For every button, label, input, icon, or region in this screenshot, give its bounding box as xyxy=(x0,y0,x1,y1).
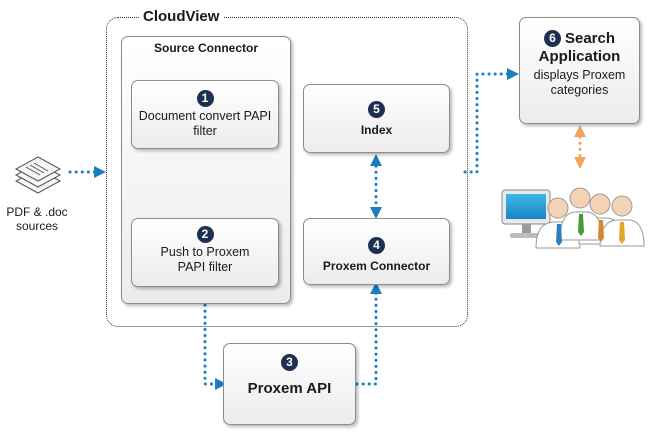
step-6-title: Search Application xyxy=(538,30,621,65)
users-at-computer-icon xyxy=(501,187,645,249)
step-3-label: Proxem API xyxy=(247,380,332,397)
step-4-badge: 4 xyxy=(368,237,385,254)
step-4-label: Proxem Connector xyxy=(322,259,431,273)
step-5-badge: 5 xyxy=(368,101,385,118)
step-1-badge: 1 xyxy=(196,90,214,107)
step-1-box: 1 Document convert PAPI filter xyxy=(131,80,279,149)
step-2-label: Push to Proxem PAPI filter xyxy=(160,245,250,274)
step-5-index-box: 5 Index xyxy=(303,84,450,153)
step-2-badge: 2 xyxy=(196,226,214,243)
step-3-badge: 3 xyxy=(281,354,298,371)
step-5-label: Index xyxy=(360,123,393,137)
cloudview-container: CloudView xyxy=(106,9,468,327)
arrow-proxem-api-to-proxem-connector xyxy=(355,282,382,386)
source-connector-title: Source Connector xyxy=(153,41,258,55)
step-3-proxem-api-box: 3 Proxem API xyxy=(223,343,356,425)
step-4-proxem-connector-box: 4 Proxem Connector xyxy=(303,218,450,285)
step-6-label: displays Proxem categories xyxy=(533,68,626,97)
step-6-badge: 6 xyxy=(543,30,561,47)
arrow-cloudview-to-search xyxy=(463,68,519,174)
documents-icon xyxy=(14,156,62,194)
step-1-label: Document convert PAPI filter xyxy=(138,109,272,138)
sources-label: PDF & .doc sources xyxy=(6,205,68,233)
step-2-box: 2 Push to Proxem PAPI filter xyxy=(131,218,279,287)
arrow-sourceconnector-to-proxem-api xyxy=(203,303,227,390)
cloudview-title: CloudView xyxy=(139,9,224,25)
